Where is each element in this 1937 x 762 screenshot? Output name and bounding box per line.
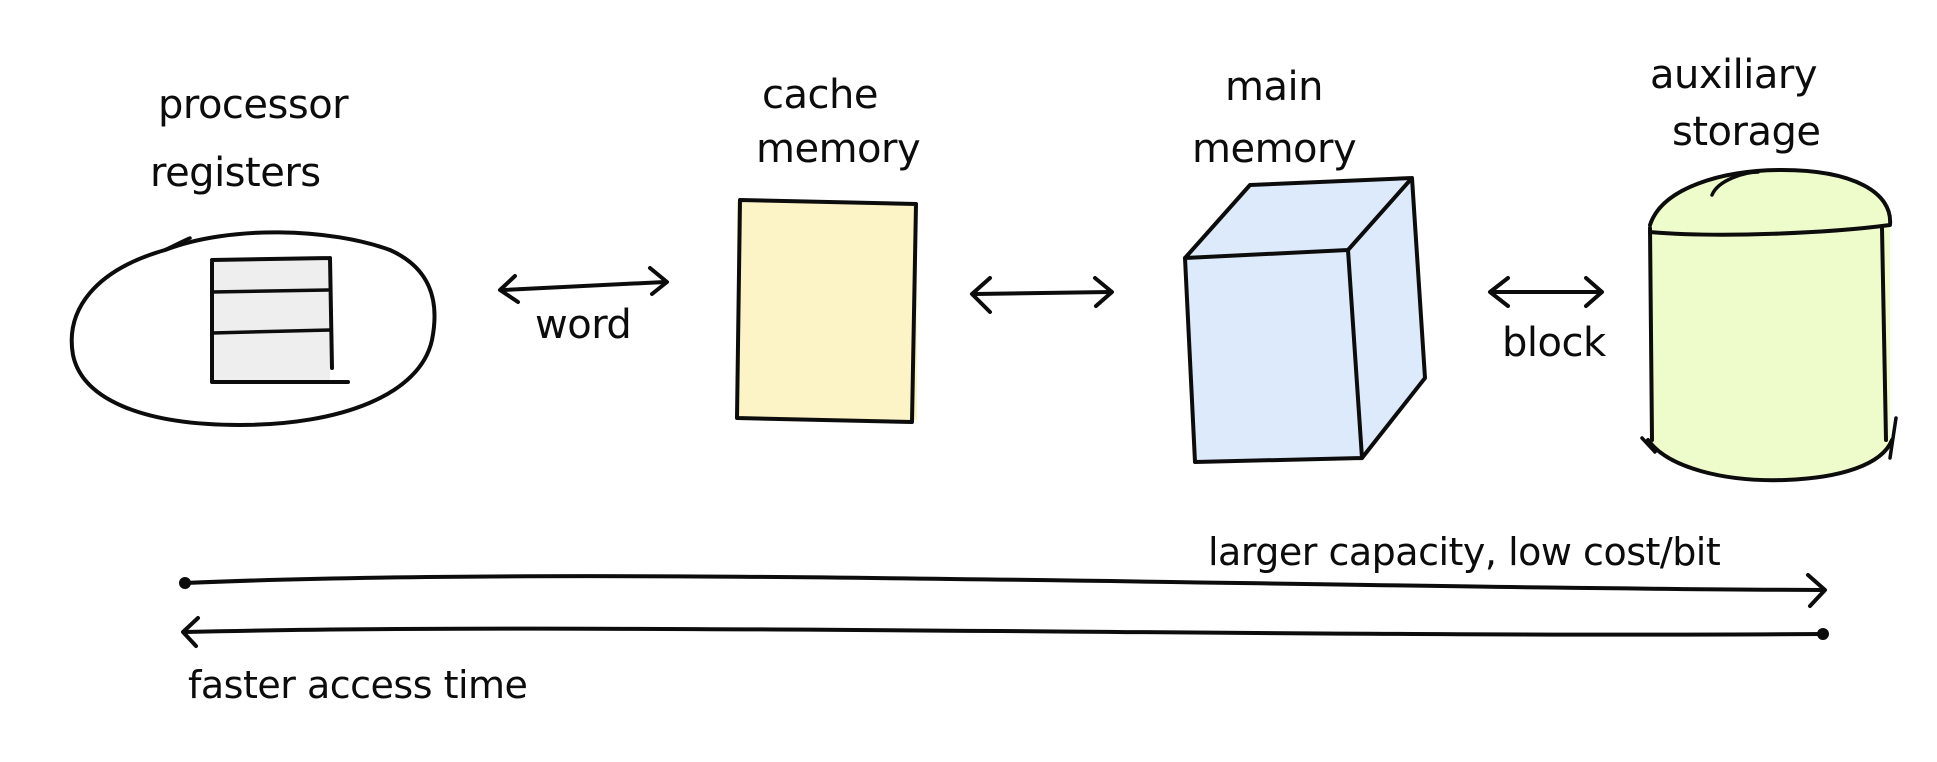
scale-capacity-line <box>183 574 1825 592</box>
arrow-block-head-left <box>1488 276 1510 308</box>
arrow-cache-main-head-left <box>970 276 992 314</box>
cylinder-left-side <box>1648 226 1654 442</box>
cylinder-bottom-flick-right <box>1888 416 1898 460</box>
cylinder-top-outline <box>1648 168 1893 237</box>
cache-memory-label-line1: cache <box>762 72 878 118</box>
processor-registers-label-line2: registers <box>150 150 321 196</box>
arrow-word-line <box>501 280 667 292</box>
arrow-cache-main-head-right <box>1093 276 1114 308</box>
register-divider-2 <box>210 328 332 335</box>
scale-access-arrowhead <box>181 616 200 648</box>
cube-side-face <box>1348 178 1425 458</box>
cache-memory-label-line2: memory <box>756 126 920 172</box>
register-divider-1 <box>210 288 330 294</box>
cube-outline <box>1183 176 1427 464</box>
processor-registers: processor registers <box>69 82 437 427</box>
scale-access-end-dot <box>1817 628 1829 640</box>
scale-capacity-label: larger capacity, low cost/bit <box>1208 530 1720 574</box>
cube-top-face <box>1185 178 1412 258</box>
cylinder-body <box>1648 170 1891 480</box>
arrow-cache-main-line <box>973 290 1112 296</box>
processor-registers-label-line1: processor <box>158 82 349 128</box>
main-memory-label-line1: main <box>1225 64 1323 110</box>
auxiliary-storage-label-line2: storage <box>1672 109 1820 155</box>
link-block-label: block <box>1502 320 1607 366</box>
main-memory: main memory <box>1183 64 1427 464</box>
register-stack-outline <box>210 256 350 384</box>
scale-access-label: faster access time <box>188 663 527 707</box>
cube-front-face <box>1185 250 1362 462</box>
link-cache-main <box>970 276 1114 314</box>
processor-ellipse <box>69 230 437 427</box>
link-word-label: word <box>535 302 631 348</box>
cache-rectangle <box>737 202 917 420</box>
cylinder-right-side <box>1880 226 1888 442</box>
processor-ellipse-tail <box>163 236 192 252</box>
cache-rectangle-outline <box>735 198 918 424</box>
arrow-word-head-right <box>648 266 669 296</box>
cylinder-bottom-outline <box>1646 438 1894 483</box>
link-word: word <box>498 266 669 348</box>
arrow-block-head-right <box>1584 276 1604 308</box>
auxiliary-storage: auxiliary storage <box>1640 52 1898 483</box>
arrow-word-head-left <box>498 274 520 304</box>
auxiliary-storage-label-line1: auxiliary <box>1650 52 1817 98</box>
scale-capacity-arrowhead <box>1806 573 1827 608</box>
scale-capacity: larger capacity, low cost/bit <box>179 530 1827 608</box>
cylinder-bottom-flick-left <box>1640 436 1657 454</box>
main-memory-label-line2: memory <box>1192 126 1356 172</box>
cache-memory: cache memory <box>735 72 921 424</box>
scale-access-line <box>183 626 1825 637</box>
link-block: block <box>1488 276 1607 366</box>
register-stack <box>212 260 330 382</box>
scale-access-time: faster access time <box>181 616 1829 707</box>
cylinder-top-flick <box>1710 170 1760 197</box>
